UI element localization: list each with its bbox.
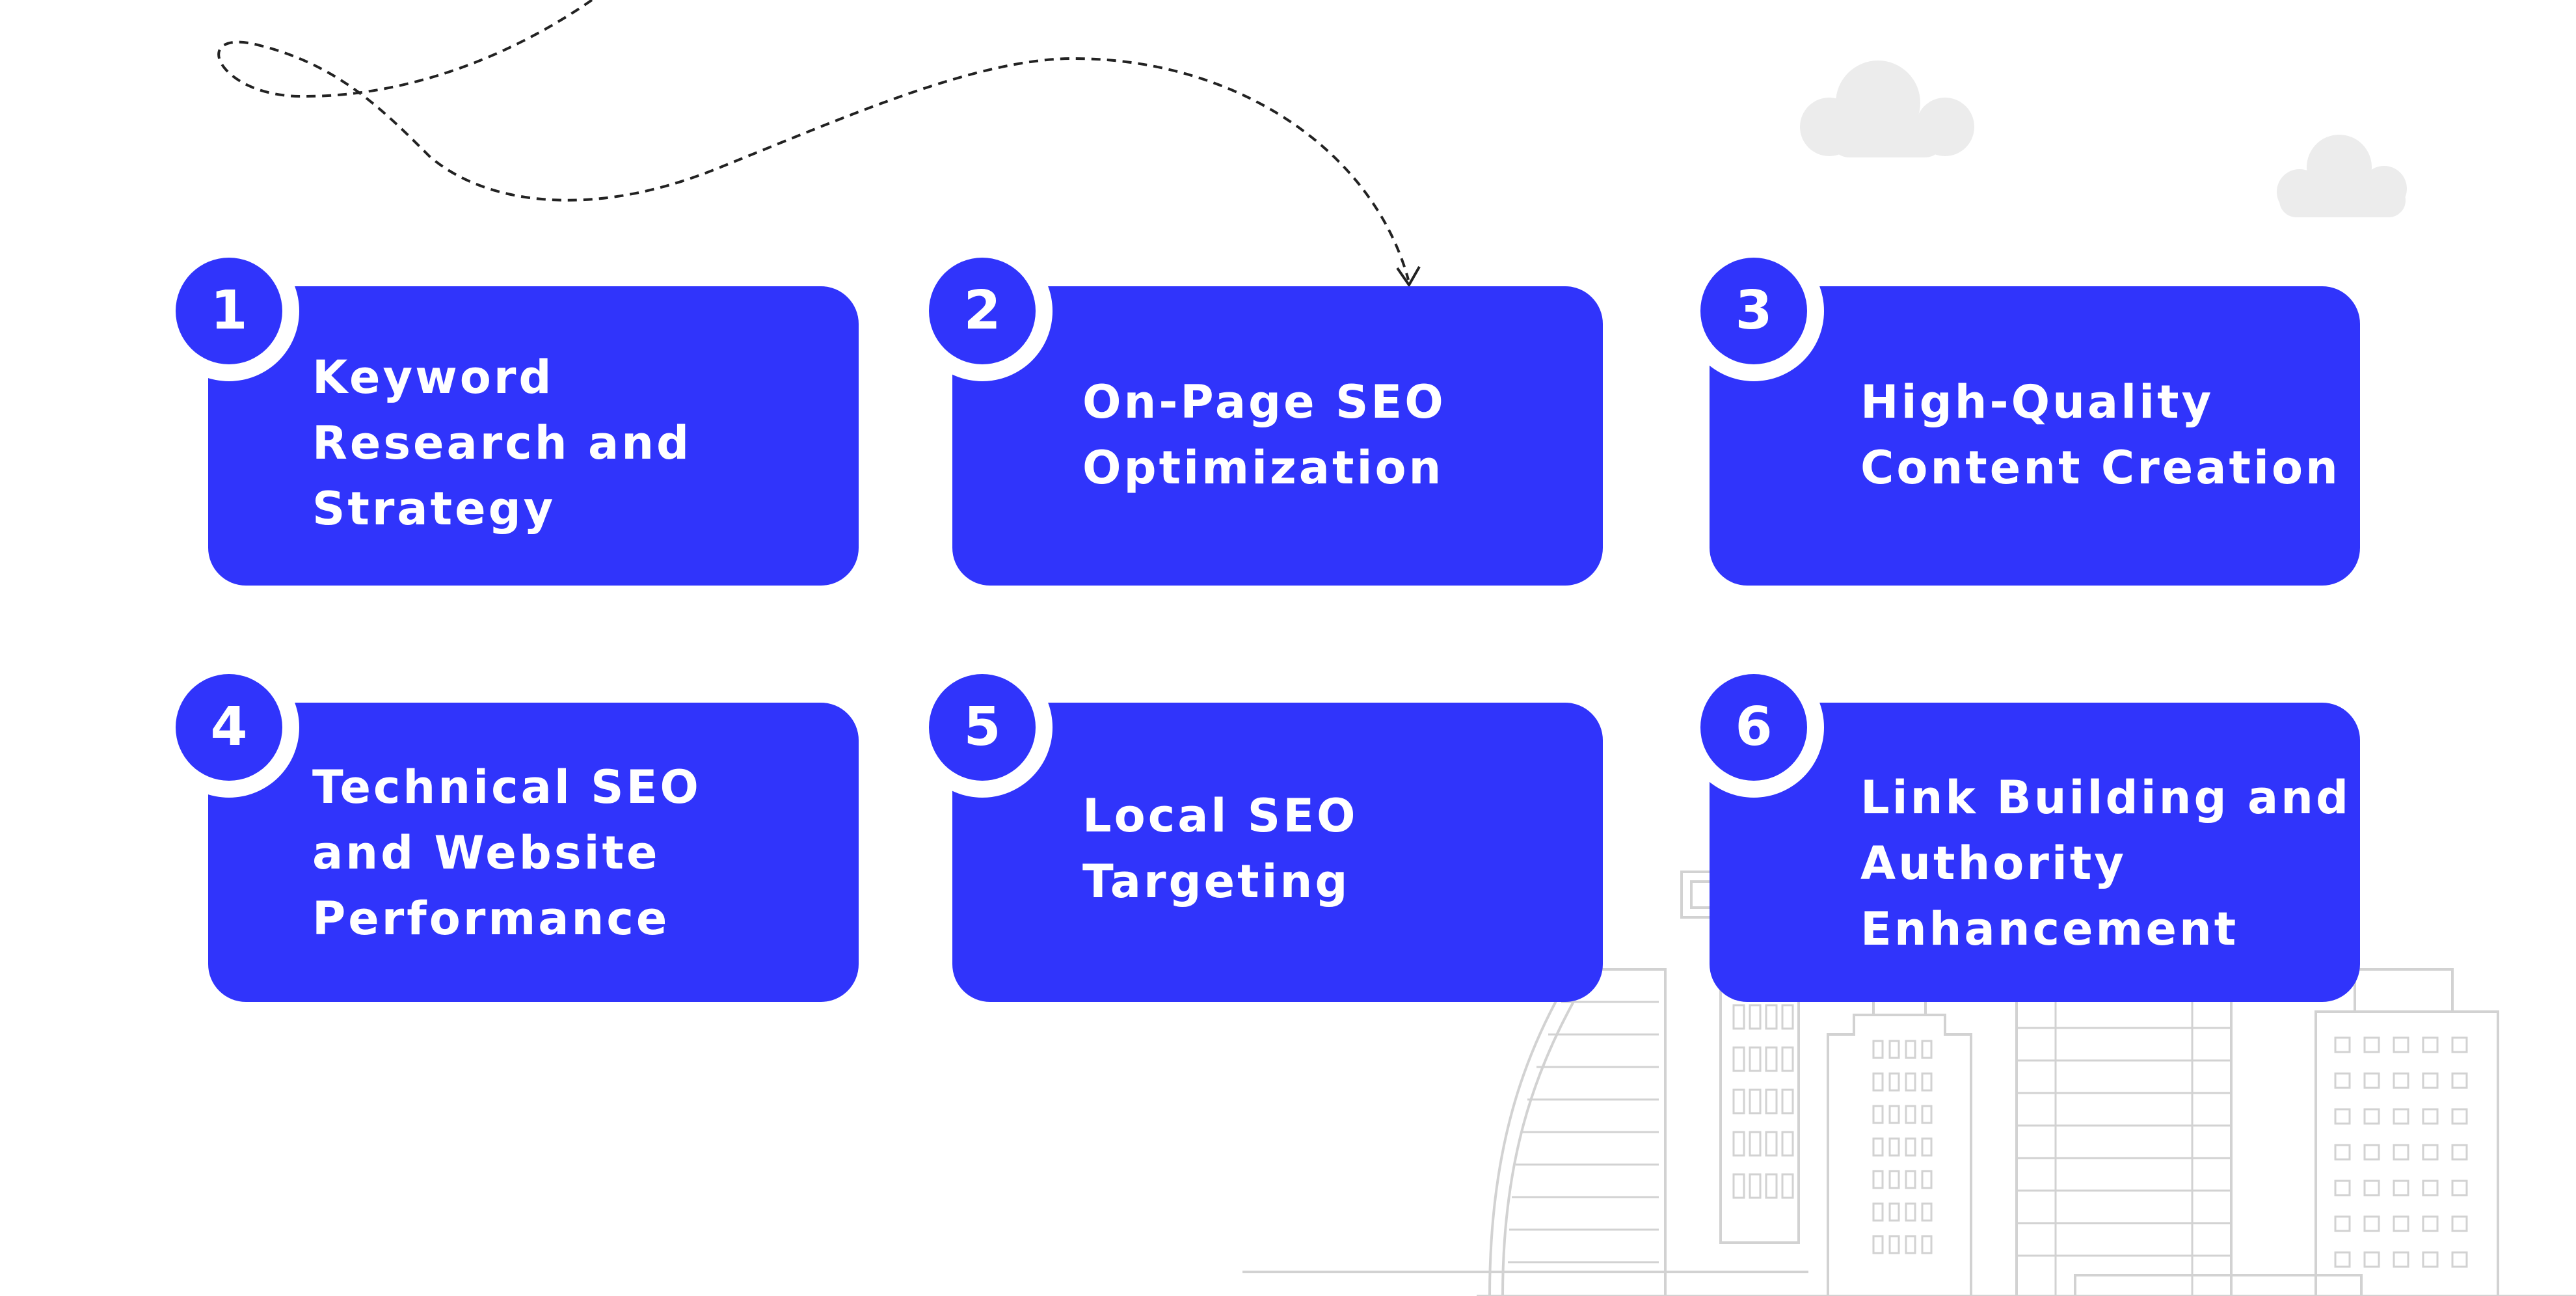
- cloud-icon: [2277, 135, 2407, 217]
- step-label: On-Page SEO Optimization: [1082, 375, 1446, 494]
- step-label: Link Building and Authority Enhancement: [1860, 771, 2352, 956]
- step-number: 1: [176, 258, 282, 364]
- step-label: Technical SEO and Website Performance: [312, 761, 701, 945]
- step-number-badge: 5: [912, 657, 1053, 798]
- step-number-badge: 4: [159, 657, 299, 798]
- step-card-5: Local SEO Targeting: [952, 703, 1603, 1002]
- step-number: 4: [176, 674, 282, 781]
- cloud-icon: [1800, 61, 1974, 157]
- dashed-arrow-path: [217, 0, 1410, 280]
- step-label: Local SEO Targeting: [1082, 789, 1358, 908]
- step-number-badge: 2: [912, 241, 1053, 381]
- step-number: 2: [929, 258, 1036, 364]
- step-card-4: Technical SEO and Website Performance: [208, 703, 859, 1002]
- step-card-2: On-Page SEO Optimization: [952, 286, 1603, 586]
- step-number: 3: [1700, 258, 1807, 364]
- step-number-badge: 1: [159, 241, 299, 381]
- step-label: High-Quality Content Creation: [1860, 375, 2341, 494]
- step-card-1: Keyword Research and Strategy: [208, 286, 859, 586]
- step-number-badge: 6: [1684, 657, 1824, 798]
- step-number-badge: 3: [1684, 241, 1824, 381]
- arrow-head-icon: [1396, 266, 1421, 288]
- step-number: 5: [929, 674, 1036, 781]
- city-skyline-illustration: [1242, 871, 2576, 1296]
- step-label: Keyword Research and Strategy: [312, 351, 692, 535]
- step-number: 6: [1700, 674, 1807, 781]
